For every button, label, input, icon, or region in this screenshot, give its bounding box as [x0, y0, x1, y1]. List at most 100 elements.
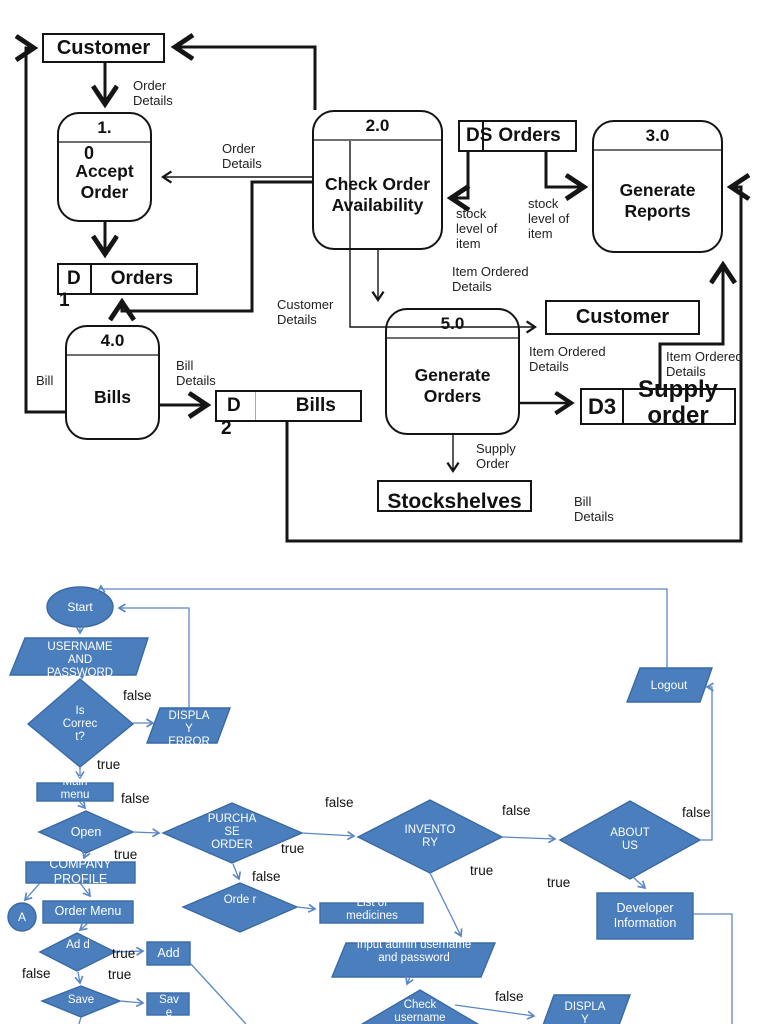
- node-display-error-label: DISPLA Y ERROR: [168, 710, 210, 744]
- flow-label-item-ordered-2: Item Ordered Details: [529, 344, 606, 374]
- node-order-menu-label: Order Menu: [54, 904, 122, 918]
- node-display-error-2-label: DISPLA Y: [564, 1001, 606, 1024]
- edge-inventory-to-input-admin: [429, 872, 461, 936]
- entity-customer-top: Customer: [42, 33, 165, 63]
- edge-label-false-1: false: [123, 688, 152, 703]
- datastore-d2-bills: D Bills: [215, 390, 362, 422]
- datastore-ds-id: DS: [466, 125, 493, 146]
- edge-inventory-to-about: [501, 837, 555, 839]
- entity-customer-top-label: Customer: [56, 36, 151, 59]
- edge-label-false-5: false: [502, 803, 531, 818]
- edge-order-to-list: [296, 907, 315, 909]
- flow-p2-to-customer: [175, 47, 317, 110]
- flow-label-item-ordered-1: Item Ordered Details: [452, 264, 529, 294]
- node-connector-a-label: A: [17, 910, 26, 924]
- edge-save-to-save-action: [119, 1001, 143, 1003]
- edge-label-false-7: false: [495, 989, 524, 1004]
- flow-label-stock-level-1: stock level of item: [456, 206, 498, 251]
- datastore-d1-sub: 1: [59, 290, 70, 311]
- edge-label-false-8: false: [22, 966, 51, 981]
- datastore-d2-divider: [255, 392, 257, 420]
- node-purchase-order-label: PURCHA SE ORDER: [207, 813, 257, 851]
- datastore-d3-name: Supply order: [637, 376, 718, 429]
- flow-label-customer-details: Customer Details: [277, 297, 334, 327]
- process-5-number: 5.0: [387, 310, 518, 339]
- edge-open-to-purchase: [132, 832, 159, 833]
- process-2-number: 2.0: [314, 112, 441, 141]
- edge-label-true-1: true: [97, 757, 121, 772]
- process-accept-order: 1. Accept Order: [57, 112, 152, 222]
- flow-label-bill-details-2: Bill Details: [574, 494, 614, 524]
- process-accept-order-overflow-digit: 0: [84, 143, 95, 163]
- node-order-decision-label: Orde r: [223, 894, 257, 906]
- flow-ds-to-p3: [544, 152, 584, 187]
- node-logout-label: Logout: [650, 678, 688, 692]
- flow-label-stock-level-2: stock level of item: [528, 196, 570, 241]
- edge-order-menu-to-add: [80, 922, 89, 930]
- edge-label-true-2: true: [114, 847, 138, 862]
- edge-label-false-4: false: [252, 869, 281, 884]
- entity-customer-right-label: Customer: [575, 306, 670, 328]
- edge-label-true-4: true: [470, 863, 494, 878]
- datastore-d3-id: D3: [588, 393, 617, 419]
- process-4-name: Bills: [94, 386, 131, 407]
- edge-logout-to-start: [101, 586, 668, 668]
- edge-add-action-diagonal: [189, 962, 247, 1024]
- edge-purchase-to-order: [232, 863, 239, 879]
- datastore-d1-id: D: [67, 268, 81, 289]
- process-2-name: Check Order Availability: [324, 173, 431, 215]
- node-open-label: Open: [70, 825, 102, 839]
- entity-customer-right: Customer: [545, 300, 700, 335]
- edge-input-admin-to-check: [407, 977, 410, 984]
- edge-add-to-save: [78, 971, 80, 983]
- node-check-username-label: Check username: [394, 999, 446, 1024]
- node-is-correct-label: Is Correc t?: [62, 705, 98, 743]
- edge-save-down: [78, 1016, 82, 1024]
- process-3-name: Generate Reports: [619, 180, 696, 221]
- entity-stockshelves: Stockshelves: [377, 480, 532, 512]
- edge-label-false-2: false: [121, 791, 150, 806]
- edge-label-true-3: true: [281, 841, 305, 856]
- node-save-decision-label: Save: [67, 994, 95, 1006]
- process-generate-orders: 5.0 Generate Orders: [385, 308, 520, 435]
- edge-label-false-3: false: [325, 795, 354, 810]
- datastore-d2-sub: 2: [221, 418, 232, 439]
- flow-p4-to-customer: [26, 48, 65, 414]
- node-inventory-label: INVENTO RY: [404, 824, 456, 849]
- datastore-d2-id: D: [227, 395, 241, 416]
- flow-label-order-details-2: Order Details: [222, 141, 262, 171]
- edge-devinfo-down: [693, 913, 733, 1024]
- datastore-ds-divider: [482, 122, 484, 150]
- node-save-action-label: Sav e: [159, 994, 179, 1019]
- process-4-number: 4.0: [67, 327, 158, 356]
- edge-main-menu-to-open: [79, 801, 85, 808]
- edge-about-to-devinfo: [632, 876, 645, 888]
- node-input-admin-label: Input admin username and password: [356, 939, 472, 964]
- process-3-number: 3.0: [594, 122, 721, 151]
- node-main-menu-label: Main menu: [60, 776, 90, 801]
- flow-label-supply-order: Supply Order: [476, 441, 516, 471]
- flow-label-bill-details-1: Bill Details: [176, 358, 216, 388]
- datastore-d2-name: Bills: [295, 395, 336, 416]
- datastore-ds-orders: DS Orders: [458, 120, 577, 152]
- edge-check-to-display-2: [454, 1004, 534, 1016]
- datastore-d1-name: Orders: [110, 268, 174, 289]
- node-add-action-label: Add: [157, 946, 180, 960]
- process-5-name: Generate Orders: [414, 365, 491, 406]
- flow-label-bill: Bill: [36, 373, 54, 388]
- process-check-order-availability: 2.0 Check Order Availability: [312, 110, 443, 250]
- datastore-d1-orders: D Orders: [57, 263, 198, 295]
- node-about-us-label: ABOUT US: [610, 827, 650, 852]
- process-accept-order-name: Accept Order: [75, 160, 134, 202]
- edge-label-true-6: true: [108, 967, 132, 982]
- node-start-label: Start: [67, 600, 93, 614]
- datastore-ds-name: Orders: [498, 125, 561, 146]
- process-accept-order-number: 1.: [59, 114, 150, 143]
- node-username-password-label: USERNAME AND PASSWORD: [46, 641, 114, 677]
- flow-label-item-ordered-3: Item Ordered Details: [666, 349, 743, 379]
- edge-label-true-5: true: [547, 875, 571, 890]
- flow-label-order-details-1: Order Details: [133, 78, 173, 108]
- edge-label-true-7: true: [112, 946, 136, 961]
- datastore-d1-divider: [90, 265, 92, 293]
